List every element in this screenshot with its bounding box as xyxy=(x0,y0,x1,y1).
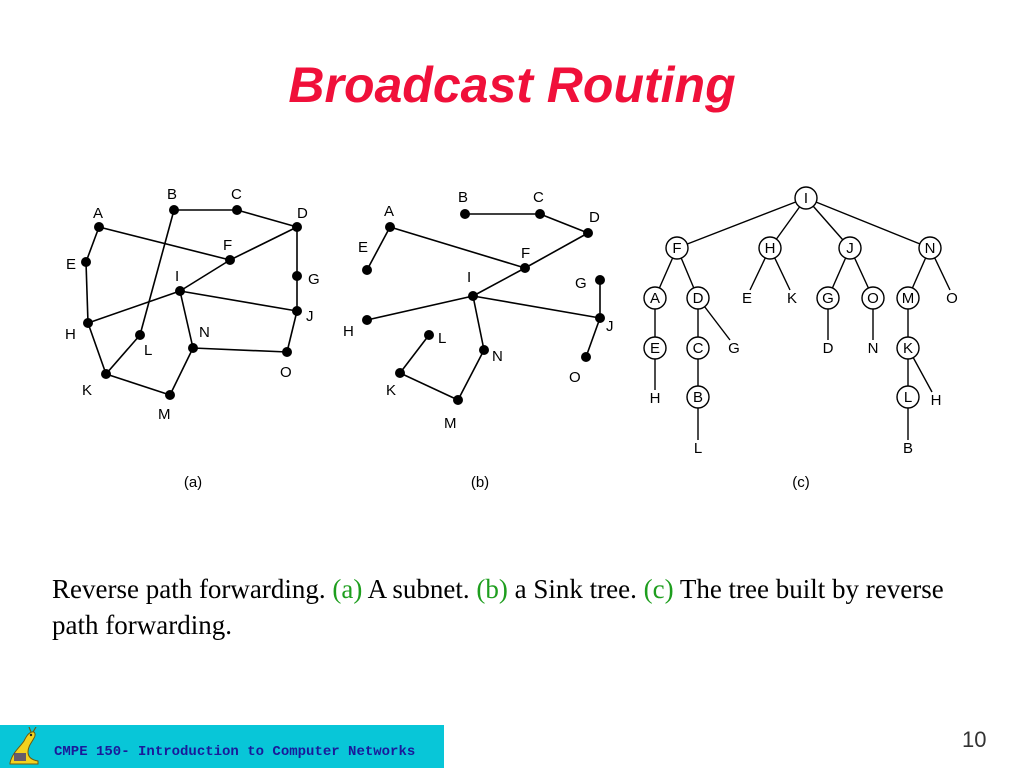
svg-text:L: L xyxy=(694,440,702,457)
svg-text:E: E xyxy=(66,256,76,273)
svg-text:D: D xyxy=(297,205,308,222)
svg-text:G: G xyxy=(822,290,834,307)
svg-text:N: N xyxy=(492,348,503,365)
caption-label-a: (a) xyxy=(332,574,363,604)
caption-label-b: (b) xyxy=(476,574,508,604)
svg-text:I: I xyxy=(467,269,471,286)
svg-text:B: B xyxy=(693,389,703,406)
caption-text-2: A subnet. xyxy=(362,574,477,604)
svg-text:E: E xyxy=(650,340,660,357)
sink-tree-b-nodes xyxy=(362,209,605,405)
svg-text:J: J xyxy=(306,308,314,325)
svg-text:C: C xyxy=(533,189,544,206)
svg-text:B: B xyxy=(458,189,468,206)
footer-bar xyxy=(0,725,444,768)
svg-text:E: E xyxy=(742,290,752,307)
svg-text:O: O xyxy=(946,290,958,307)
svg-text:C: C xyxy=(231,186,242,203)
svg-text:J: J xyxy=(606,318,614,335)
svg-text:B: B xyxy=(903,440,913,457)
svg-text:F: F xyxy=(672,240,681,257)
svg-text:L: L xyxy=(438,330,446,347)
panel-label-b: (b) xyxy=(471,474,489,491)
svg-text:H: H xyxy=(765,240,776,257)
svg-text:N: N xyxy=(868,340,879,357)
svg-text:A: A xyxy=(384,203,394,220)
svg-text:G: G xyxy=(728,340,740,357)
svg-text:H: H xyxy=(65,326,76,343)
rpf-tree-c-nodes xyxy=(643,186,942,409)
svg-text:K: K xyxy=(386,382,396,399)
caption-text-1: Reverse path forwarding. xyxy=(52,574,333,604)
svg-text:D: D xyxy=(693,290,704,307)
svg-text:N: N xyxy=(199,324,210,341)
svg-text:D: D xyxy=(589,209,600,226)
svg-text:K: K xyxy=(787,290,797,307)
svg-text:M: M xyxy=(444,415,457,432)
slide-title: Broadcast Routing xyxy=(288,57,736,113)
svg-text:K: K xyxy=(82,382,92,399)
svg-text:O: O xyxy=(569,369,581,386)
svg-text:M: M xyxy=(158,406,171,423)
caption-text-4: The tree built by reverse path forwardin… xyxy=(52,574,944,640)
svg-text:H: H xyxy=(931,392,942,409)
svg-text:A: A xyxy=(650,290,660,307)
svg-text:E: E xyxy=(358,239,368,256)
subnet-a-labels: A B C D E F G H I J K L M N O xyxy=(65,186,320,423)
page-number: 10 xyxy=(962,727,987,752)
svg-text:I: I xyxy=(175,268,179,285)
svg-text:K: K xyxy=(903,340,913,357)
svg-text:L: L xyxy=(904,389,912,406)
svg-text:O: O xyxy=(867,290,879,307)
svg-text:G: G xyxy=(575,275,587,292)
caption-text-3: a Sink tree. xyxy=(507,574,644,604)
svg-text:G: G xyxy=(308,271,320,288)
broadcast-routing-diagram: A B C D E F G H I J K L M N O A B C D E F G H I J K L M N O xyxy=(65,186,958,491)
subnet-a-nodes xyxy=(81,205,302,400)
svg-text:N: N xyxy=(925,240,936,257)
svg-text:C: C xyxy=(693,340,704,357)
svg-text:O: O xyxy=(280,364,292,381)
svg-text:H: H xyxy=(343,323,354,340)
sink-tree-b-labels: A B C D E F G H I J K L M N O xyxy=(343,189,614,432)
subnet-a xyxy=(85,209,298,396)
svg-text:H: H xyxy=(650,390,661,407)
svg-text:L: L xyxy=(144,342,152,359)
svg-text:M: M xyxy=(902,290,915,307)
svg-text:F: F xyxy=(223,237,232,254)
svg-text:A: A xyxy=(93,205,103,222)
footer-course-title: CMPE 150- Introduction to Computer Netwo… xyxy=(54,744,416,760)
svg-text:B: B xyxy=(167,186,177,203)
svg-text:J: J xyxy=(846,240,854,257)
svg-text:I: I xyxy=(804,190,808,207)
banana-slug-logo-icon xyxy=(9,727,39,765)
caption-label-c: (c) xyxy=(643,574,674,604)
svg-text:F: F xyxy=(521,245,530,262)
rpf-tree-c-labels: I F H J N A D G O M E C K B L E K O G D N H H L B xyxy=(650,190,958,457)
figure-caption: Reverse path forwarding. (a) A subnet. (… xyxy=(52,571,952,643)
panel-label-a: (a) xyxy=(184,474,202,491)
svg-text:D: D xyxy=(823,340,834,357)
sink-tree-b xyxy=(366,213,601,401)
panel-label-c: (c) xyxy=(792,474,810,491)
